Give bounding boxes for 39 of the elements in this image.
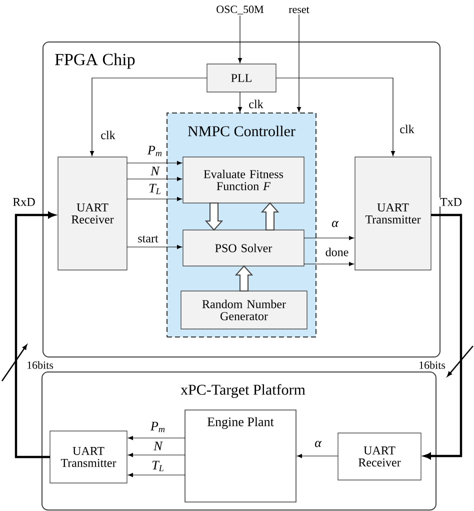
arrow: [128, 452, 186, 458]
edge-label: TxD: [440, 198, 462, 206]
process-box: Engine Plant: [184, 410, 296, 502]
arrow: [128, 436, 186, 440]
arrow: [126, 244, 182, 250]
edge-label: RxD: [12, 198, 36, 206]
block-arrow: [204, 202, 224, 231]
edge-label: N: [150, 166, 160, 176]
arrow: [90, 78, 208, 156]
bus-width-label: 16bits: [420, 361, 446, 369]
process-box: UART Transmitter: [354, 156, 432, 270]
signal-label: reset: [288, 6, 310, 14]
arrow: [14, 212, 56, 458]
arrow: [304, 236, 354, 240]
process-box: Random Number Generator: [180, 290, 308, 330]
arrow: [238, 92, 242, 112]
process-box: PLL: [206, 64, 276, 92]
process-box: UART Receiver: [58, 156, 128, 270]
edge-label: T$_{L}$: [151, 460, 165, 472]
arrow: [424, 214, 462, 460]
arrow: [296, 454, 338, 458]
bus-width-label: 16bits: [28, 361, 54, 369]
process-box: Evaluate Fitness Function F: [182, 156, 304, 204]
arrow: [126, 160, 182, 166]
arrow: [296, 14, 302, 112]
arrow: [128, 472, 186, 478]
arrow: [126, 196, 182, 202]
arrow: [276, 78, 396, 156]
arrow: [304, 262, 354, 266]
process-box: PSO Solver: [182, 230, 304, 266]
arrow: [126, 176, 182, 182]
block-arrow: [234, 265, 254, 292]
edge-label: start: [137, 235, 159, 243]
process-box: UART Receiver: [338, 432, 422, 480]
arrow: [238, 15, 242, 64]
block-arrow: [260, 202, 280, 230]
signal-label: OSC_50M: [216, 6, 264, 14]
edge-label: T$_{L}$: [148, 183, 162, 195]
process-box: UART Transmitter: [50, 430, 128, 484]
